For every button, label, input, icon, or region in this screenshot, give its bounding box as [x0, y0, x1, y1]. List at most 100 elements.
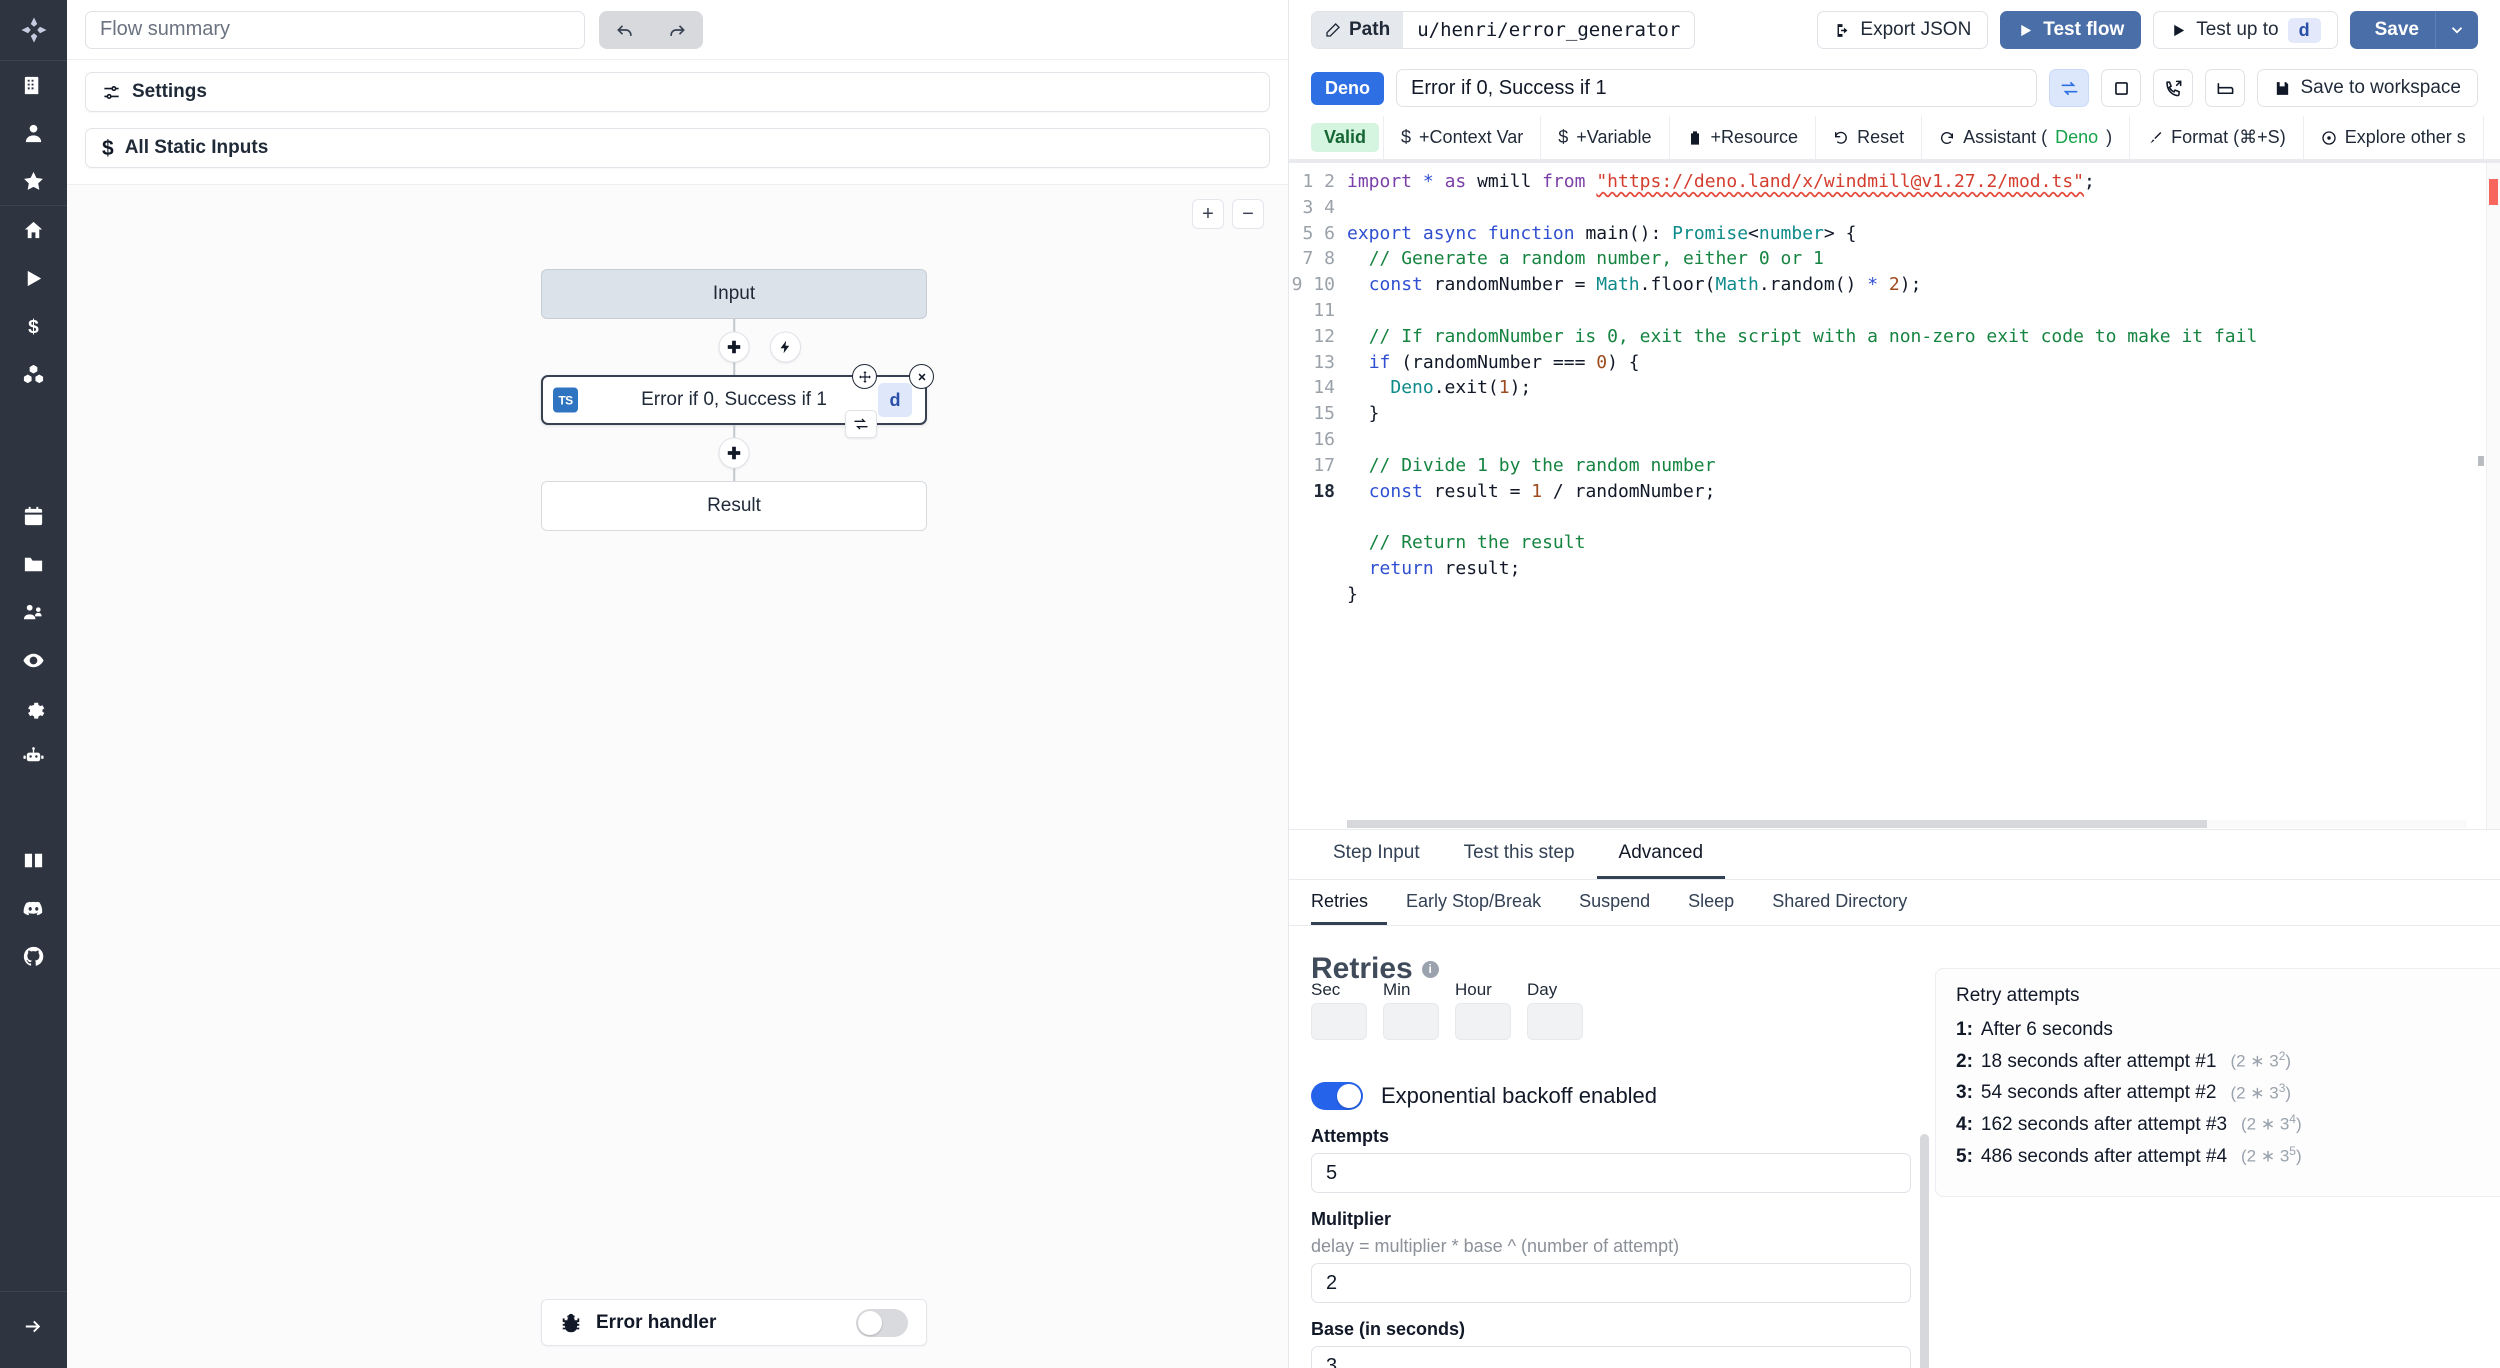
attempts-input[interactable]: 5: [1311, 1153, 1911, 1193]
all-static-inputs-row[interactable]: $ All Static Inputs: [85, 128, 1270, 168]
tab-test-this-step[interactable]: Test this step: [1463, 842, 1575, 863]
code-area[interactable]: 1 2 3 4 5 6 7 8 9 10 11 12 13 14 15 16 1…: [1289, 163, 2500, 608]
error-handler-bar[interactable]: Error handler: [541, 1299, 927, 1346]
delay-days-field[interactable]: Day: [1527, 980, 1583, 1040]
save-button[interactable]: Save: [2349, 11, 2436, 49]
subtab-sleep[interactable]: Sleep: [1688, 890, 1735, 911]
tab-step-input[interactable]: Step Input: [1333, 842, 1420, 863]
audit-eye-icon[interactable]: [0, 636, 67, 684]
flow-node-step[interactable]: TS Error if 0, Success if 1 d: [541, 364, 934, 438]
flow-path[interactable]: Path u/henri/error_generator: [1311, 11, 1696, 49]
delay-seconds-field[interactable]: Sec: [1311, 980, 1367, 1040]
workers-robot-icon[interactable]: [0, 732, 67, 780]
save-dropdown-button[interactable]: [2436, 11, 2478, 49]
delay-seconds-input[interactable]: [1311, 1003, 1367, 1040]
tab-advanced[interactable]: Advanced: [1596, 830, 1726, 879]
add-variable-action[interactable]: $ +Variable: [1541, 116, 1670, 159]
home-icon[interactable]: [0, 206, 67, 254]
flow-graph: Input TS Error if 0, Success if 1 d: [541, 269, 934, 531]
subtab-early-stop-break[interactable]: Early Stop/Break: [1406, 890, 1542, 911]
add-step-button-top[interactable]: [718, 331, 750, 363]
delay-days-input[interactable]: [1527, 1003, 1583, 1040]
zoom-out-button[interactable]: −: [1232, 199, 1264, 229]
delay-minutes-field[interactable]: Min: [1383, 980, 1439, 1040]
editor-horizontal-scrollbar[interactable]: [1347, 820, 2467, 828]
groups-icon[interactable]: [0, 588, 67, 636]
delete-node-button[interactable]: [909, 364, 934, 389]
sleep-bed-icon: [2217, 82, 2234, 94]
settings-row[interactable]: Settings: [85, 72, 1270, 112]
discord-icon[interactable]: [0, 884, 67, 932]
add-context-var-action[interactable]: $ +Context Var: [1383, 116, 1542, 159]
export-json-button[interactable]: Export JSON: [1817, 11, 1989, 49]
base-input[interactable]: 3: [1311, 1346, 1911, 1368]
move-node-handle[interactable]: [852, 364, 877, 389]
resources-cubes-icon[interactable]: [0, 350, 67, 398]
attempts-label: Attempts: [1311, 1126, 1390, 1146]
exponential-backoff-row: Exponential backoff enabled: [1311, 1082, 1911, 1110]
explore-other-scripts-action[interactable]: Explore other s: [2304, 116, 2484, 159]
dollar-icon[interactable]: $: [0, 302, 67, 350]
delay-seconds-label: Sec: [1311, 980, 1341, 999]
assistant-action[interactable]: Assistant (Deno): [1922, 116, 2131, 159]
flow-summary-input[interactable]: [85, 10, 585, 49]
editor-vertical-scrollbar[interactable]: [2486, 163, 2500, 829]
step-name-input[interactable]: [1396, 69, 2038, 107]
docs-book-icon[interactable]: [0, 836, 67, 884]
redo-button[interactable]: [651, 11, 703, 49]
subtab-shared-directory[interactable]: Shared Directory: [1772, 890, 1908, 911]
code-editor[interactable]: 1 2 3 4 5 6 7 8 9 10 11 12 13 14 15 16 1…: [1289, 160, 2500, 830]
zoom-in-button[interactable]: +: [1192, 199, 1224, 229]
reset-action[interactable]: Reset: [1816, 116, 1923, 159]
undo-button[interactable]: [599, 11, 651, 49]
retry-attempt-index: 4:: [1956, 1113, 1973, 1135]
folder-icon[interactable]: [0, 540, 67, 588]
flow-node-input[interactable]: Input: [541, 269, 927, 319]
early-stop-button[interactable]: [2101, 69, 2142, 107]
delay-minutes-input[interactable]: [1383, 1003, 1439, 1040]
user-icon[interactable]: [0, 109, 67, 157]
settings-label: Settings: [132, 81, 207, 102]
delay-hours-input[interactable]: [1455, 1003, 1511, 1040]
multiplier-input[interactable]: 2: [1311, 1263, 1911, 1303]
subtab-suspend[interactable]: Suspend: [1579, 890, 1651, 911]
retry-attempt-text: 54 seconds after attempt #2: [1980, 1082, 2217, 1104]
plus-icon: [727, 340, 741, 354]
settings-gear-icon[interactable]: [0, 684, 67, 732]
add-resource-action[interactable]: +Resource: [1670, 116, 1817, 159]
retries-panel-scrollbar[interactable]: [1920, 1134, 1929, 1368]
expand-arrow-right-icon[interactable]: [0, 1302, 67, 1350]
flow-editor-pane: Settings $ All Static Inputs + − Input: [67, 0, 1289, 1368]
delay-hours-label: Hour: [1455, 980, 1492, 999]
exponential-backoff-toggle[interactable]: [1311, 1082, 1363, 1110]
save-to-workspace-button[interactable]: Save to workspace: [2257, 69, 2478, 107]
rail-divider-2: [0, 205, 67, 206]
info-icon[interactable]: i: [1421, 960, 1439, 978]
runs-play-icon[interactable]: [0, 254, 67, 302]
test-flow-button[interactable]: Test flow: [2000, 11, 2142, 49]
star-icon[interactable]: [0, 157, 67, 205]
add-step-button-bottom[interactable]: [718, 437, 750, 469]
retry-attempt-row: 5: 486 seconds after attempt #4 (2 ∗ 35): [1956, 1144, 2494, 1168]
suspend-button[interactable]: [2153, 69, 2194, 107]
subtab-retries[interactable]: Retries: [1311, 880, 1388, 925]
app-logo[interactable]: [0, 0, 67, 60]
error-handler-toggle[interactable]: [856, 1308, 908, 1337]
test-up-to-button[interactable]: Test up to d: [2153, 11, 2338, 49]
flow-node-result[interactable]: Result: [541, 481, 927, 531]
schedules-calendar-icon[interactable]: [0, 492, 67, 540]
retry-indicator-icon[interactable]: [845, 410, 877, 438]
code-lines[interactable]: import * as wmill from "https://deno.lan…: [1347, 171, 2258, 605]
workspace-icon[interactable]: [0, 61, 67, 109]
delay-hours-field[interactable]: Hour: [1455, 980, 1511, 1040]
retry-attempt-text: 486 seconds after attempt #4: [1980, 1145, 2228, 1167]
flow-canvas[interactable]: + − Input TS Error: [67, 184, 1288, 1368]
format-action[interactable]: Format (⌘+S): [2130, 116, 2304, 159]
retry-toggle-button[interactable]: [2049, 69, 2090, 107]
suspend-phone-icon: [2166, 80, 2182, 96]
github-icon[interactable]: [0, 932, 67, 980]
save-button-group: Save: [2349, 11, 2478, 49]
add-trigger-button[interactable]: [770, 331, 801, 363]
sleep-button[interactable]: [2205, 69, 2246, 107]
editor-scroll-thumb[interactable]: [2478, 456, 2484, 466]
